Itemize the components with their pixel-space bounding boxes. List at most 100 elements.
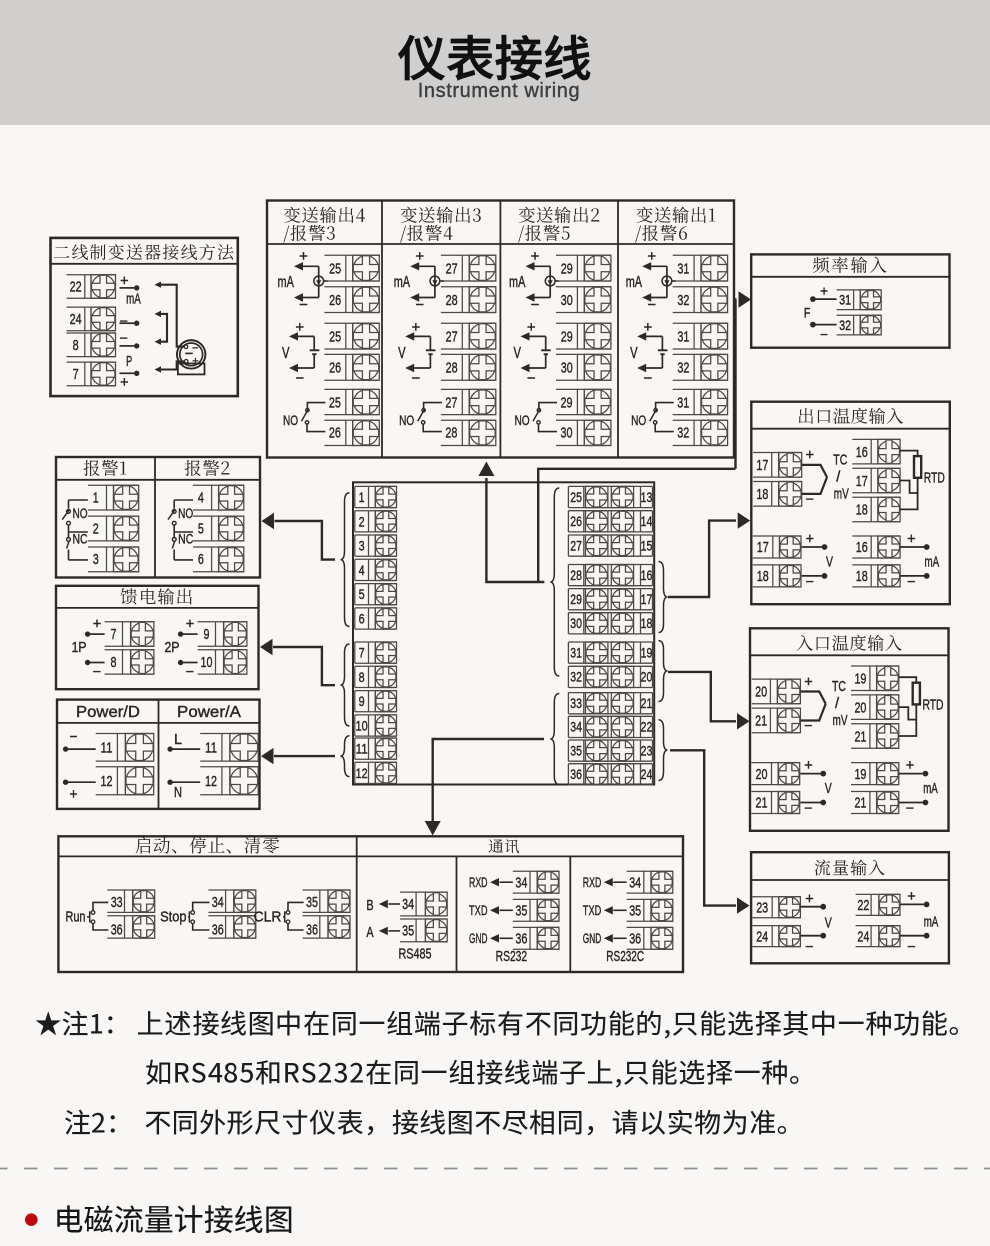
svg-text:11: 11 — [205, 741, 217, 757]
svg-text:23: 23 — [641, 742, 653, 758]
svg-text:−: − — [527, 370, 536, 387]
svg-text:34: 34 — [570, 719, 582, 735]
svg-text:22: 22 — [857, 898, 869, 914]
svg-text:−: − — [907, 574, 915, 590]
svg-text:3: 3 — [359, 538, 365, 554]
svg-text:34: 34 — [515, 875, 527, 891]
svg-text:通讯: 通讯 — [488, 835, 521, 857]
svg-text:8: 8 — [359, 669, 365, 685]
svg-text:7: 7 — [73, 367, 79, 383]
svg-text:NO: NO — [399, 412, 414, 428]
svg-text:−: − — [907, 940, 915, 956]
svg-text:+: + — [804, 674, 812, 690]
svg-text:23: 23 — [756, 900, 768, 916]
svg-text:8: 8 — [111, 655, 117, 671]
svg-text:mA: mA — [509, 274, 526, 291]
svg-text:N: N — [174, 784, 182, 801]
svg-text:1P: 1P — [71, 640, 86, 656]
svg-text:−: − — [820, 327, 828, 342]
svg-text:P: P — [126, 354, 132, 370]
svg-text:18: 18 — [757, 569, 769, 585]
svg-text:GND: GND — [469, 931, 488, 946]
svg-text:30: 30 — [570, 615, 582, 631]
svg-text:16: 16 — [856, 445, 868, 461]
svg-text:+: + — [120, 273, 128, 289]
svg-text:21: 21 — [854, 796, 866, 812]
svg-text:35: 35 — [515, 904, 527, 920]
svg-text:+: + — [820, 283, 828, 298]
svg-text:2: 2 — [359, 513, 365, 529]
svg-text:32: 32 — [677, 292, 689, 309]
svg-text:17: 17 — [641, 591, 653, 607]
svg-text:12: 12 — [356, 765, 368, 781]
svg-text:+: + — [70, 786, 78, 803]
svg-text:27: 27 — [446, 329, 458, 346]
svg-text:32: 32 — [839, 318, 851, 333]
svg-text:16: 16 — [641, 567, 653, 583]
svg-text:27: 27 — [446, 261, 458, 278]
svg-text:−: − — [805, 940, 813, 956]
svg-text:−: − — [804, 719, 812, 735]
svg-text:报警2: 报警2 — [184, 456, 230, 481]
svg-text:10: 10 — [356, 718, 368, 734]
svg-text:36: 36 — [306, 923, 318, 939]
svg-text:上述接线图中在同一组端子标有不同功能的,只能选择其中一种功能: 上述接线图中在同一组端子标有不同功能的,只能选择其中一种功能。 — [137, 1003, 976, 1042]
svg-text:18: 18 — [856, 503, 868, 519]
svg-text:19: 19 — [854, 671, 866, 687]
svg-text:16: 16 — [856, 540, 868, 556]
svg-text:36: 36 — [212, 923, 224, 939]
svg-text:7: 7 — [111, 627, 117, 643]
svg-text:26: 26 — [329, 360, 341, 377]
svg-text:1: 1 — [93, 490, 99, 506]
svg-text:RTD: RTD — [924, 471, 945, 487]
svg-text:RS232: RS232 — [496, 949, 528, 965]
svg-text:+: + — [527, 319, 536, 336]
svg-text:17: 17 — [757, 540, 769, 556]
svg-text:36: 36 — [515, 932, 527, 948]
svg-text:5: 5 — [198, 521, 204, 537]
svg-text:34: 34 — [402, 897, 414, 913]
svg-text:启动、停止、清零: 启动、停止、清零 — [135, 833, 281, 858]
svg-text:NC: NC — [178, 532, 193, 547]
svg-text:流量输入: 流量输入 — [814, 854, 886, 879]
svg-text:32: 32 — [677, 360, 689, 377]
svg-text:27: 27 — [445, 394, 457, 411]
svg-text:−: − — [644, 370, 653, 387]
svg-text:变送输出3: 变送输出3 — [400, 203, 483, 228]
svg-text:馈电输出: 馈电输出 — [120, 584, 194, 609]
svg-text:29: 29 — [561, 394, 573, 411]
svg-text:−: − — [412, 370, 421, 387]
svg-text:−: − — [806, 492, 814, 508]
svg-text:NO: NO — [178, 506, 193, 521]
svg-text:RS232C: RS232C — [606, 949, 644, 965]
svg-text:24: 24 — [70, 312, 82, 328]
svg-text:1: 1 — [359, 489, 365, 505]
svg-text:25: 25 — [329, 329, 341, 346]
svg-text:−: − — [647, 297, 656, 314]
svg-text:11: 11 — [356, 741, 368, 757]
svg-text:6: 6 — [359, 611, 365, 627]
svg-text:/报警4: /报警4 — [400, 221, 453, 246]
svg-text:Instrument wiring: Instrument wiring — [418, 80, 580, 102]
svg-text:RTD: RTD — [922, 697, 943, 713]
svg-text:11: 11 — [101, 741, 113, 757]
svg-text:/报警5: /报警5 — [518, 221, 571, 246]
svg-text:19: 19 — [854, 767, 866, 783]
svg-text:7: 7 — [359, 645, 365, 661]
svg-text:−: − — [531, 297, 540, 314]
svg-text:频率输入: 频率输入 — [812, 252, 888, 277]
svg-text:25: 25 — [329, 394, 341, 411]
svg-text:RXD: RXD — [583, 875, 602, 890]
svg-text:NC: NC — [72, 532, 87, 547]
svg-text:22: 22 — [641, 719, 653, 735]
svg-text:26: 26 — [329, 292, 341, 309]
svg-text:变送输出4: 变送输出4 — [283, 203, 366, 228]
svg-text:21: 21 — [854, 729, 866, 745]
svg-text:28: 28 — [445, 424, 457, 441]
svg-text:35: 35 — [570, 742, 582, 758]
svg-text:31: 31 — [677, 394, 689, 411]
svg-text:−: − — [806, 574, 814, 590]
svg-text:B: B — [366, 898, 373, 914]
svg-text:电磁流量计接线图: 电磁流量计接线图 — [54, 1196, 294, 1240]
svg-text:2P: 2P — [164, 640, 179, 656]
